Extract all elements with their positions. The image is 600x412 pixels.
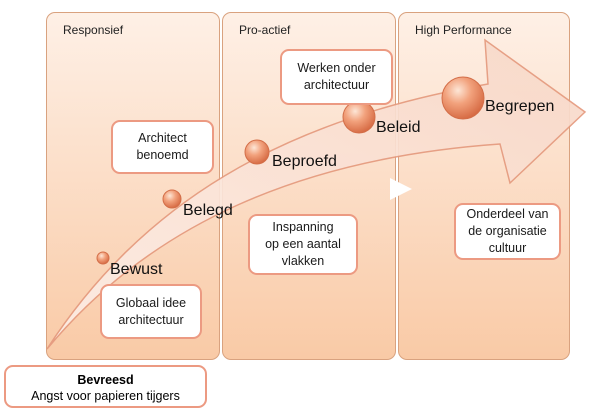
stage-marker-beleid xyxy=(342,100,376,134)
stage-marker-begrepen xyxy=(441,76,485,120)
phase-separator-chevron xyxy=(390,178,412,200)
stage-label-belegd: Belegd xyxy=(183,202,233,219)
bevreesd-title: Bevreesd xyxy=(77,373,134,387)
stage-label-begrepen: Begrepen xyxy=(485,98,555,115)
stage-label-beleid: Beleid xyxy=(376,119,421,136)
callout-werken-onder-architectuur: Werken onder architectuur xyxy=(280,49,393,105)
bevreesd-subtitle: Angst voor papieren tijgers xyxy=(31,389,180,403)
phase-label: Responsief xyxy=(63,23,124,37)
callout-onderdeel: Onderdeel van de organisatie cultuur xyxy=(454,203,561,260)
stage-marker-bewust xyxy=(96,251,110,265)
growth-arrow xyxy=(46,38,587,350)
stage-label-bewust: Bewust xyxy=(110,261,163,278)
phase-high-performance: High Performance xyxy=(398,12,570,360)
callout-inspanning: Inspanning op een aantal vlakken xyxy=(248,214,358,275)
callout-architect-benoemd: Architect benoemd xyxy=(111,120,214,174)
callout-bevreesd: Bevreesd Angst voor papieren tijgers xyxy=(4,365,207,408)
stage-marker-beproefd xyxy=(244,139,270,165)
phase-label: Pro-actief xyxy=(239,23,291,37)
callout-globaal-idee: Globaal idee architectuur xyxy=(100,284,202,339)
stage-marker-belegd xyxy=(162,189,182,209)
phase-label: High Performance xyxy=(415,23,512,37)
stage-label-beproefd: Beproefd xyxy=(272,153,337,170)
